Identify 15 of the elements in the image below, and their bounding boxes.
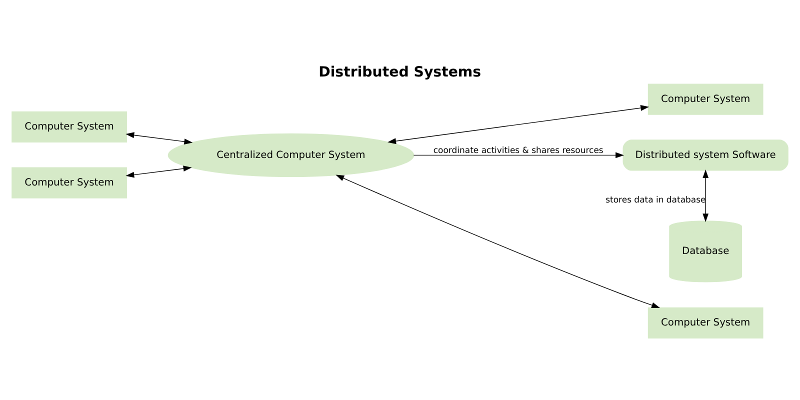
edge-label: coordinate activities & shares resources [433,145,604,156]
node-box: Computer System [648,306,764,338]
arrow [702,169,709,222]
arrow [126,132,193,144]
node-ellipse: Centralized Computer System [168,132,414,176]
node-box: Computer System [648,83,764,114]
node-box: Computer System [12,166,127,198]
arrow [413,152,624,158]
arrow [126,165,192,178]
diagram-title: Distributed Systems [318,64,482,80]
node-box: Computer System [12,110,127,142]
node-box: Distributed system Software [622,139,788,170]
arrow [336,174,660,308]
arrow [388,104,650,144]
edge-label: stores data in database [606,194,706,205]
